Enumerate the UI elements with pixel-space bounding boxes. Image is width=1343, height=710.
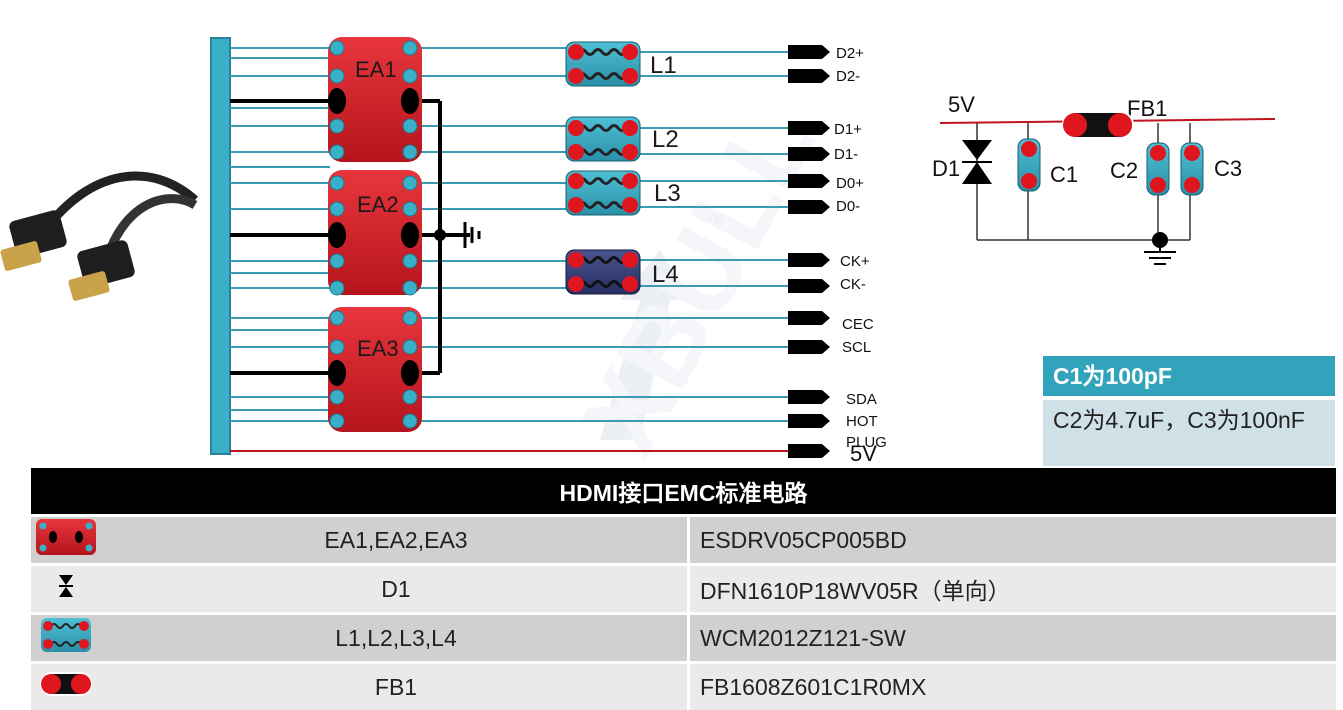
hdmi-cable-image [0,171,198,301]
ferrite-bead-fb1 [1062,111,1134,139]
esd-array-ea2: EA2 [328,170,422,296]
choke-l2: L2 [565,116,679,162]
svg-text:D1-: D1- [834,146,858,163]
bom-part: WCM2012Z121-SW [687,612,1336,661]
svg-text:D1+: D1+ [834,121,862,138]
svg-text:5V: 5V [850,441,877,466]
svg-text:C2: C2 [1110,158,1138,183]
svg-text:FB1: FB1 [1127,96,1167,121]
svg-text:HOT: HOT [846,413,878,430]
choke-l1: L1 [565,41,677,87]
esd-array-icon [31,514,105,563]
svg-text:L3: L3 [654,180,681,207]
svg-text:TM: TM [708,214,722,225]
esd-array-ea3: EA3 [328,307,422,432]
svg-text:EA2: EA2 [357,192,399,217]
hdmi-connector-bar [210,37,231,455]
ferrite-bead-icon [31,661,105,710]
choke-l4: L4 [565,249,679,295]
svg-text:C3: C3 [1214,156,1242,181]
diode-d1 [962,140,992,184]
svg-text:CEC: CEC [842,316,874,333]
bom-title: HDMI接口EMC标准电路 [31,468,1336,514]
capacitor-c3 [1180,142,1204,196]
bom-name: L1,L2,L3,L4 [105,612,687,661]
svg-text:L4: L4 [652,261,679,288]
svg-text:PLUG: PLUG [846,434,887,451]
svg-text:SCL: SCL [842,339,871,356]
note-body: C2为4.7uF，C3为100nF [1043,400,1335,466]
bom-row: D1 DFN1610P18WV05R（单向） [31,563,1336,612]
svg-text:CK+: CK+ [840,253,870,270]
svg-text:L2: L2 [652,126,679,153]
capacitor-c1 [1017,138,1041,192]
signal-labels: D2+ D2- D1+ D1- D0+ D0- CK+ CK- CEC SCL … [834,45,887,466]
svg-text:D1: D1 [932,156,960,181]
diode-icon [31,563,105,612]
power-protection-circuit: 5V FB1 D1 C1 C2 C3 [932,92,1276,265]
svg-text:D2+: D2+ [836,45,864,62]
esd-array-ea1: EA1 [328,37,422,162]
hdmi-emc-schematic: XBULL TM [0,37,1276,470]
common-mode-choke-icon [31,612,105,661]
bom-part: FB1608Z601C1R0MX [687,661,1336,710]
ground-symbol [463,222,481,248]
bom-name: FB1 [105,661,687,710]
svg-text:SDA: SDA [846,391,877,408]
choke-l3: L3 [565,170,681,216]
svg-text:D0-: D0- [836,198,860,215]
svg-text:EA3: EA3 [357,336,399,361]
bom-row: EA1,EA2,EA3 ESDRV05CP005BD [31,514,1336,563]
svg-text:L1: L1 [650,52,677,79]
bom-name: D1 [105,563,687,612]
bom-part: DFN1610P18WV05R（单向） [687,563,1336,612]
svg-text:5V: 5V [948,92,975,117]
ground-symbol-power [1144,232,1176,265]
output-arrows [788,45,830,458]
ground-junction [434,229,446,241]
note-title: C1为100pF [1043,356,1335,396]
svg-text:CK-: CK- [840,276,866,293]
bom-part: ESDRV05CP005BD [687,514,1336,563]
svg-text:D0+: D0+ [836,175,864,192]
capacitor-c2 [1146,142,1170,196]
bom-table: HDMI接口EMC标准电路 EA1,EA2,EA3 ESDRV05CP005BD [31,468,1336,710]
bom-name: EA1,EA2,EA3 [105,514,687,563]
svg-text:C1: C1 [1050,162,1078,187]
bom-row: L1,L2,L3,L4 WCM2012Z121-SW [31,612,1336,661]
svg-text:D2-: D2- [836,68,860,85]
bom-row: FB1 FB1608Z601C1R0MX [31,661,1336,710]
svg-text:EA1: EA1 [355,57,397,82]
signal-lines [230,47,790,422]
